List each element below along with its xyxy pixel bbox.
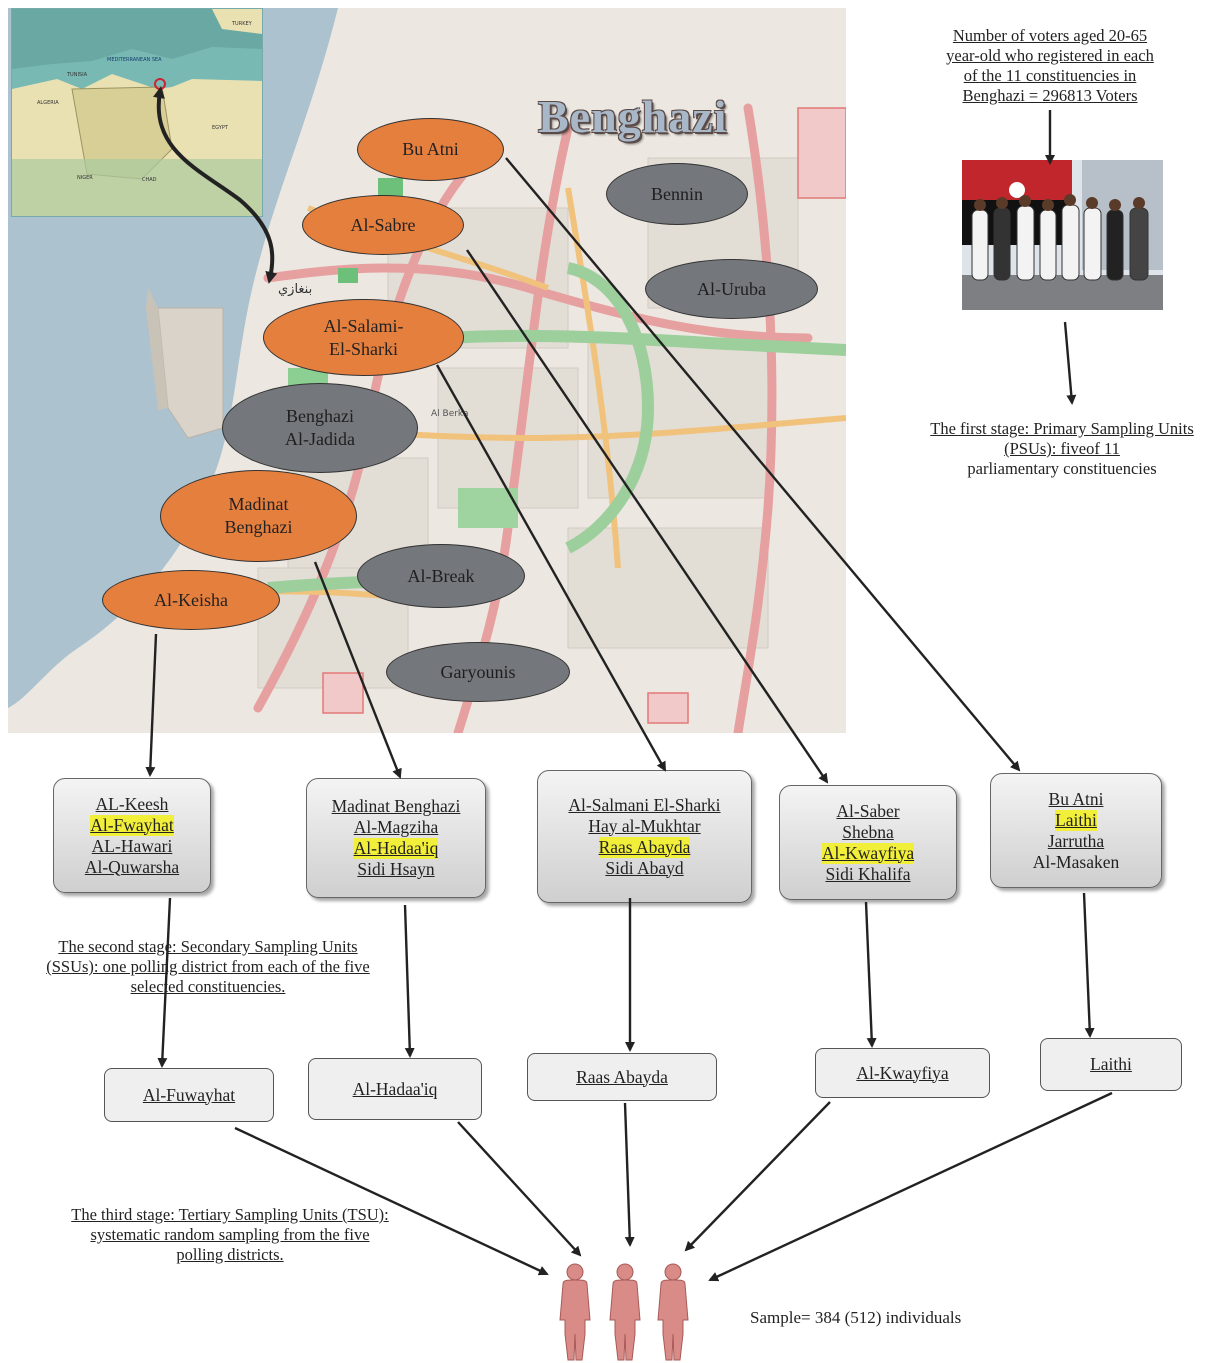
arrow-laithi-sample	[708, 1091, 1113, 1282]
district-item: Jarrutha	[1047, 830, 1105, 851]
district-item-selected: Laithi	[1055, 809, 1097, 831]
inset-label-algeria: ALGERIA	[37, 100, 59, 106]
first-stage-note: The first stage: Primary Sampling Units …	[916, 419, 1208, 479]
al-berka-label: Al Berka	[431, 409, 469, 419]
district-item: Al-Magziha	[353, 817, 439, 837]
district-item: Sidi Hsayn	[357, 859, 435, 879]
arrow-photo-first-stage	[1063, 321, 1077, 405]
constituency-al-keisha: Al-Keisha	[102, 570, 280, 630]
voters-note: Number of voters aged 20-65 year-old who…	[946, 26, 1154, 105]
benghazi-map: Al Berka بنغازي TURKEY MEDITERRANEAN SEA…	[8, 8, 846, 733]
district-item-selected: Al-Fwayhat	[90, 814, 174, 836]
inset-label-tunisia: TUNISIA	[66, 72, 88, 78]
district-item: AL-Keesh	[95, 793, 169, 814]
district-box-saber: Al-Saber Shebna Al-Kwayfiya Sidi Khalifa	[779, 785, 957, 900]
voters-photo	[962, 160, 1163, 310]
second-stage-note: The second stage: Secondary Sampling Uni…	[46, 937, 370, 996]
district-box-madinat: Madinat Benghazi Al-Magziha Al-Hadaa'iq …	[306, 778, 486, 898]
inset-label-egypt: EGYPT	[212, 125, 229, 131]
district-item: Hay al-Mukhtar	[588, 815, 701, 836]
polling-district-laithi: Laithi	[1040, 1038, 1182, 1091]
arrow-buatni-poll	[1082, 892, 1095, 1038]
inset-label-sea: MEDITERRANEAN SEA	[107, 57, 162, 63]
district-item: Al-Quwarsha	[84, 856, 180, 877]
constituency-madinat-benghazi: Madinat Benghazi	[160, 470, 357, 562]
first-stage-label-rest: parliamentary constituencies	[967, 459, 1157, 478]
district-box-salmani: Al-Salmani El-Sharki Hay al-Mukhtar Raas…	[537, 770, 752, 903]
inset-map: TURKEY MEDITERRANEAN SEA TUNISIA ALGERIA…	[11, 8, 263, 217]
constituency-al-salami-el-sharki: Al-Salami- El-Sharki	[263, 299, 464, 376]
constituency-al-sabre: Al-Sabre	[302, 195, 464, 255]
district-item: Al-Masaken	[1032, 851, 1120, 872]
district-item: AL-Hawari	[91, 835, 173, 856]
district-item: Bu Atni	[1048, 788, 1104, 809]
district-item: Al-Salmani El-Sharki	[568, 794, 721, 815]
district-item: Shebna	[842, 821, 894, 842]
arrow-madinat-poll	[403, 904, 415, 1058]
arabic-city-label: بنغازي	[278, 282, 312, 297]
constituency-al-break: Al-Break	[357, 544, 525, 608]
polling-district-al-fuwayhat: Al-Fuwayhat	[104, 1068, 274, 1122]
district-item: Sidi Abayd	[605, 857, 684, 878]
sample-size-label: Sample= 384 (512) individuals	[750, 1308, 962, 1327]
first-stage-label: The first stage: Primary Sampling Units …	[930, 419, 1194, 458]
arrow-kwayfiya-sample	[684, 1101, 831, 1252]
district-item-selected: Al-Kwayfiya	[821, 842, 915, 864]
district-item-selected: Al-Hadaa'iq	[353, 838, 439, 859]
polling-district-raas-abayda: Raas Abayda	[527, 1053, 717, 1101]
constituency-al-uruba: Al-Uruba	[645, 259, 818, 319]
inset-label-turkey: TURKEY	[231, 21, 253, 27]
third-stage-note: The third stage: Tertiary Sampling Units…	[71, 1205, 389, 1264]
district-box-bu-atni: Bu Atni Laithi Jarrutha Al-Masaken	[990, 773, 1162, 888]
map-title: Benghazi	[538, 91, 728, 142]
polling-district-al-hadaaiq: Al-Hadaa'iq	[308, 1058, 482, 1120]
district-item: Sidi Khalifa	[825, 863, 911, 884]
polling-district-al-kwayfiya: Al-Kwayfiya	[815, 1048, 990, 1098]
inset-label-niger: NIGER	[77, 175, 93, 181]
constituency-benghazi-al-jadida: Benghazi Al-Jadida	[222, 383, 418, 473]
constituency-bennin: Bennin	[606, 163, 748, 225]
district-item-selected: Raas Abayda	[598, 836, 691, 858]
inset-label-chad: CHAD	[142, 177, 157, 183]
arrow-hadaaiq-sample	[457, 1121, 582, 1257]
district-item: Al-Saber	[836, 800, 900, 821]
constituency-bu-atni: Bu Atni	[357, 118, 504, 181]
arrow-saber-poll	[864, 901, 877, 1048]
district-box-al-keesh: AL-Keesh Al-Fwayhat AL-Hawari Al-Quwarsh…	[53, 778, 211, 893]
district-item: Madinat Benghazi	[331, 796, 461, 816]
sample-people-icon	[559, 1263, 689, 1361]
arrow-raas-sample	[623, 1102, 635, 1247]
constituency-garyounis: Garyounis	[386, 642, 570, 702]
